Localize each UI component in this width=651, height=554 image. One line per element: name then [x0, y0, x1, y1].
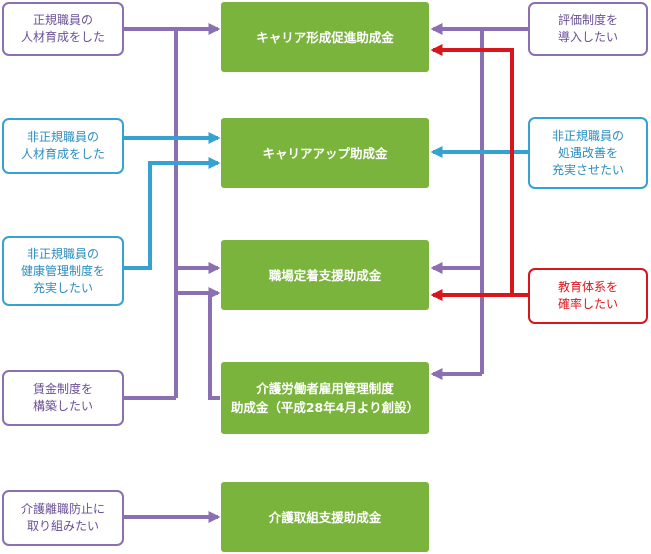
- grant-care-worker-employment: 介護労働者雇用管理制度 助成金（平成28年4月より創設）: [221, 362, 429, 434]
- need-nonregular-treatment: 非正規職員の 処遇改善を 充実させたい: [528, 117, 648, 189]
- right-purple-connectors: [430, 23, 528, 380]
- need-education-system: 教育体系を 確率したい: [528, 268, 648, 324]
- need-regular-staff-training: 正規職員の 人材育成をした: [2, 2, 124, 56]
- left-purple-connectors: [124, 23, 221, 523]
- grant-workplace-retention: 職場定着支援助成金: [221, 240, 429, 310]
- need-nonregular-staff-training: 非正規職員の 人材育成をした: [2, 118, 124, 174]
- need-wage-system: 賃金制度を 構築したい: [2, 370, 124, 426]
- need-evaluation-system: 評価制度を 導入したい: [528, 2, 648, 56]
- need-care-leave-prevention: 介護離職防止に 取り組みたい: [2, 490, 124, 546]
- need-nonregular-health-management: 非正規職員の 健康管理制度を 充実したい: [2, 236, 124, 306]
- grant-career-development: キャリア形成促進助成金: [221, 2, 429, 72]
- right-red-connectors: [430, 44, 528, 301]
- left-blue-connectors: [124, 132, 221, 270]
- grant-care-initiative: 介護取組支援助成金: [221, 482, 429, 552]
- grant-career-up: キャリアアップ助成金: [221, 118, 429, 188]
